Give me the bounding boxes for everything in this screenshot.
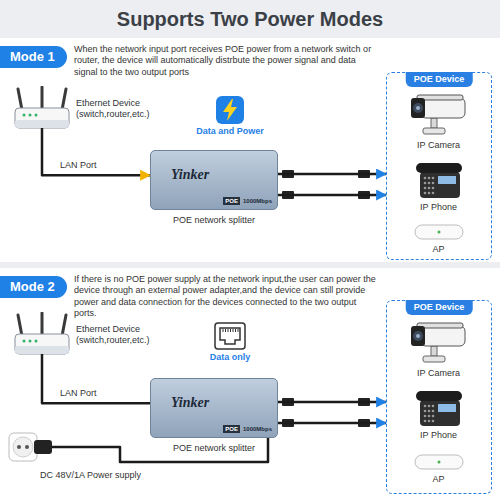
brand-name: Yinker bbox=[171, 167, 209, 182]
model-tag: POE bbox=[223, 197, 240, 205]
poe-device: IP Phone bbox=[390, 386, 488, 442]
ethernet-cable bbox=[42, 128, 150, 175]
port-label: LAN Port bbox=[58, 388, 99, 399]
ethernet-cable bbox=[278, 401, 386, 404]
diagram-title: Supports Two Power Modes bbox=[0, 7, 500, 31]
model-tag-row: POE1000Mbps bbox=[223, 197, 272, 205]
phone-icon bbox=[416, 163, 462, 198]
group-heading: POE Device bbox=[406, 300, 473, 315]
mode-badge: Mode 1 bbox=[0, 46, 67, 68]
device-label: Ethernet Device (switch,router,etc.) bbox=[76, 324, 176, 347]
port-label: LAN Port bbox=[58, 160, 99, 171]
speed-tag: 1000Mbps bbox=[243, 198, 272, 204]
device-label: IP Phone bbox=[390, 430, 488, 441]
device-label: Ethernet Device (switch,router,etc.) bbox=[76, 98, 176, 121]
mode-panel: Mode 2 Ethernet Device (switch,router,etc… bbox=[0, 268, 500, 500]
device-label: DC 48V/1A Power supply bbox=[40, 470, 141, 481]
ethernet-cable bbox=[278, 422, 386, 425]
phone-icon bbox=[416, 391, 462, 426]
mode-description: When the network input port receives POE… bbox=[74, 44, 380, 78]
mode-caption: Data only bbox=[210, 352, 251, 363]
poe-device: IP Phone bbox=[390, 158, 488, 214]
power-adapter: DC 48V/1A Power supply bbox=[6, 428, 52, 466]
mode-label: Mode 2 bbox=[10, 279, 55, 295]
power-icon bbox=[216, 96, 244, 124]
ethernet-port-icon bbox=[215, 323, 245, 349]
device-group-ground bbox=[386, 300, 492, 494]
camera-icon bbox=[411, 95, 465, 134]
splitter-box: YinkerPOE network splitterPOE1000Mbps bbox=[150, 378, 278, 438]
poe-device: AP bbox=[390, 220, 488, 256]
ethernet-cable bbox=[42, 354, 150, 403]
router-icon bbox=[15, 87, 69, 128]
ethernet-cable bbox=[278, 194, 386, 197]
model-tag-row: POE1000Mbps bbox=[223, 425, 272, 433]
ap-icon bbox=[415, 455, 463, 469]
poe-device: AP bbox=[390, 450, 488, 486]
device-label: POE network splitter bbox=[131, 443, 297, 454]
device-label: AP bbox=[390, 244, 488, 255]
mode-badge: Mode 2 bbox=[0, 276, 67, 298]
plug-icon bbox=[34, 440, 52, 454]
device-label: IP Camera bbox=[390, 140, 488, 151]
device-label: IP Phone bbox=[390, 202, 488, 213]
model-tag: POE bbox=[223, 425, 240, 433]
panel-ground bbox=[0, 268, 500, 500]
panel-ground bbox=[0, 38, 500, 262]
poe-device-group: IP Camera IP PhoneAP POE Device bbox=[386, 72, 492, 260]
brand-name: Yinker bbox=[171, 395, 209, 410]
device-group-ground bbox=[386, 72, 492, 260]
ethernet-cable bbox=[278, 173, 386, 176]
router-device: Ethernet Device (switch,router,etc.) bbox=[8, 84, 178, 128]
poe-device: IP Camera bbox=[390, 90, 488, 152]
splitter-box: YinkerPOE network splitterPOE1000Mbps bbox=[150, 150, 278, 210]
outlet-icon bbox=[9, 433, 37, 461]
router-icon bbox=[15, 313, 69, 354]
poe-device: IP Camera bbox=[390, 318, 488, 380]
mode-caption: Data and Power bbox=[196, 126, 264, 137]
mode-panel: Mode 1 Ethernet Device (switch,router,etc… bbox=[0, 38, 500, 262]
camera-icon bbox=[411, 323, 465, 362]
device-label: IP Camera bbox=[390, 368, 488, 379]
ap-icon bbox=[415, 225, 463, 239]
group-heading: POE Device bbox=[406, 72, 473, 87]
mode-description: If there is no POE power supply at the n… bbox=[74, 274, 380, 319]
poe-device-group: IP Camera IP PhoneAP POE Device bbox=[386, 300, 492, 494]
device-label: POE network splitter bbox=[131, 215, 297, 226]
speed-tag: 1000Mbps bbox=[243, 426, 272, 432]
device-label: AP bbox=[390, 474, 488, 485]
mode-label: Mode 1 bbox=[10, 49, 55, 65]
